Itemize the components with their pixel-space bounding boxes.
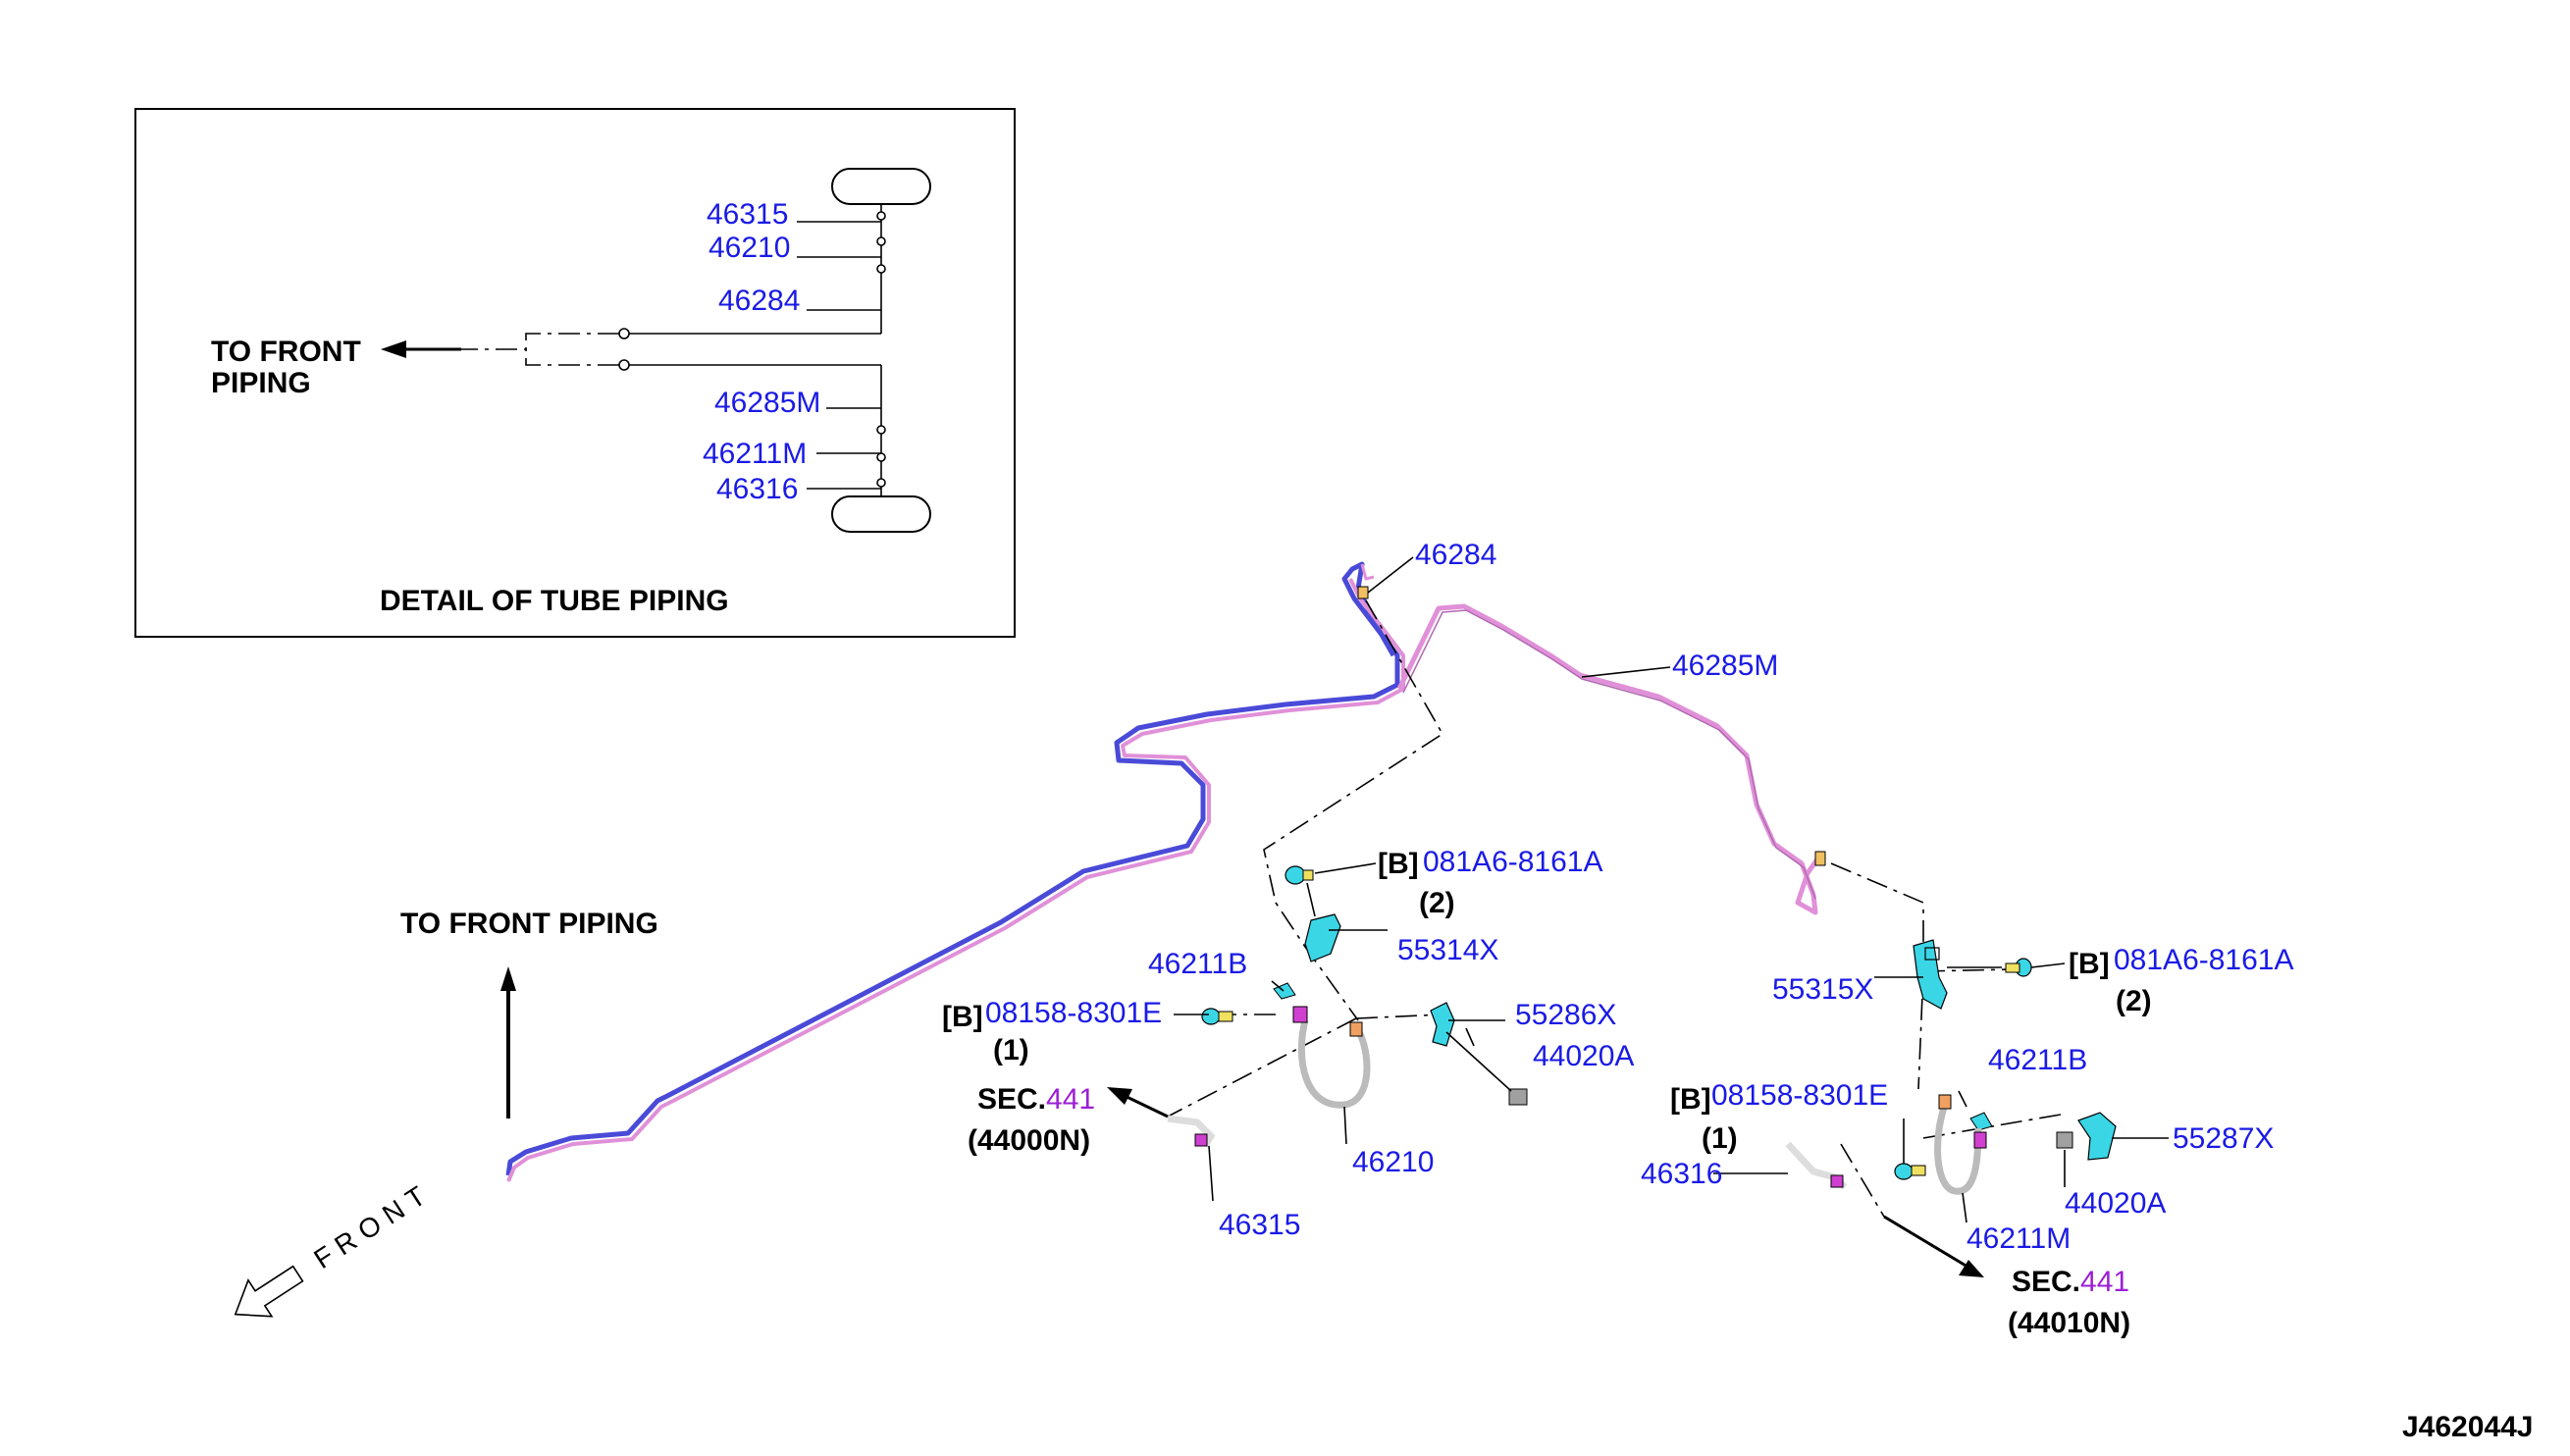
nut-44020a-right-icon (2056, 1131, 2073, 1149)
arrow-up-icon (500, 966, 516, 991)
bolt-left-bottom-code[interactable]: 08158-8301E (985, 997, 1162, 1029)
bracket-55287x-icon (2077, 1112, 2117, 1161)
part-46210[interactable]: 46210 (1352, 1146, 1434, 1178)
part-46284[interactable]: 46284 (1415, 539, 1496, 571)
arrow-left-icon (381, 340, 406, 358)
part-46211B-right[interactable]: 46211B (1988, 1044, 2087, 1076)
arrow-downright-icon (1959, 1260, 1984, 1277)
sec-left-arrow (1107, 1087, 1169, 1118)
tire-bottom-icon (831, 495, 931, 533)
part-55287X[interactable]: 55287X (2173, 1122, 2274, 1155)
bolt-right-bottom-code[interactable]: 08158-8301E (1711, 1079, 1888, 1112)
bolt-081A6-left-icon (1285, 865, 1306, 885)
part-46211M[interactable]: 46211M (1967, 1222, 2071, 1255)
sec-right-num[interactable]: 441 (2080, 1266, 2129, 1298)
part-55315X[interactable]: 55315X (1772, 973, 1873, 1006)
tube-46315-icon (1167, 1115, 1216, 1148)
detail-of-tube-piping-box: 46315 46210 46284 46285M 46211M 46316 TO… (134, 108, 1016, 638)
detail-label-46315[interactable]: 46315 (707, 198, 788, 231)
part-46211B-left[interactable]: 46211B (1148, 948, 1247, 980)
bolt-right-top-code[interactable]: 081A6-8161A (2114, 944, 2294, 976)
bolt-right-top-qty: (2) (2116, 985, 2152, 1017)
part-44020A-left[interactable]: 44020A (1533, 1040, 1634, 1072)
bracket-55286x-icon (1430, 1002, 1455, 1047)
tire-top-icon (831, 168, 931, 205)
sec-right-arrow (1883, 1215, 1984, 1277)
part-46316[interactable]: 46316 (1641, 1158, 1722, 1190)
bolt-08158-right-icon (1894, 1163, 1914, 1180)
brake-tube-right (1396, 603, 1826, 915)
sec-left-code: (44000N) (968, 1124, 1090, 1157)
clip-46211b-right-icon (1969, 1112, 1993, 1131)
part-44020A-right[interactable]: 44020A (2065, 1187, 2166, 1220)
part-55314X[interactable]: 55314X (1397, 934, 1498, 966)
detail-label-46211M[interactable]: 46211M (703, 438, 807, 470)
bolt-right-bottom-qty: (1) (1702, 1122, 1738, 1155)
front-direction-arrow (234, 1265, 304, 1318)
sec-left-num[interactable]: 441 (1046, 1083, 1095, 1116)
sec-left-label: SEC.441 (977, 1083, 1095, 1116)
right-wheel-components (1713, 939, 2169, 1223)
bolt-left-top-tag: [B] (1378, 848, 1419, 880)
bolt-left-top-qty: (2) (1419, 887, 1455, 919)
to-front-piping-arrow (500, 966, 516, 1118)
drawing-id: J462044J (2402, 1411, 2533, 1443)
bolt-left-bottom-tag: [B] (942, 1001, 983, 1033)
bracket-55314x-icon (1304, 913, 1341, 962)
bolt-left-top-code[interactable]: 081A6-8161A (1423, 846, 1603, 878)
left-wheel-components (1167, 865, 1528, 1202)
front-label: FRONT (308, 1176, 437, 1274)
detail-to-front-label-line2: PIPING (211, 367, 311, 399)
hose-46211m-icon (1934, 1103, 1982, 1195)
detail-label-46316[interactable]: 46316 (716, 473, 798, 505)
detail-box-title: DETAIL OF TUBE PIPING (380, 585, 729, 617)
sec-right-label: SEC.441 (2012, 1266, 2129, 1298)
to-front-piping-label: TO FRONT PIPING (400, 908, 658, 940)
detail-to-front-label-line1: TO FRONT (211, 336, 361, 368)
bolt-right-top-tag: [B] (2069, 948, 2110, 980)
part-46315[interactable]: 46315 (1219, 1209, 1300, 1241)
bolt-08158-left-icon (1201, 1008, 1221, 1025)
bolt-right-bottom-tag: [B] (1670, 1083, 1711, 1116)
sec-right-code: (44010N) (2008, 1307, 2130, 1339)
hollow-arrow-icon (234, 1265, 304, 1318)
bolt-left-bottom-qty: (1) (993, 1034, 1029, 1066)
sec-left-prefix: SEC. (977, 1083, 1046, 1116)
sec-right-prefix: SEC. (2012, 1266, 2080, 1298)
nut-44020a-left-icon (1508, 1088, 1528, 1106)
brake-tube-left (505, 561, 1405, 1182)
detail-label-46210[interactable]: 46210 (708, 232, 790, 264)
bracket-55315x-icon (1913, 939, 1948, 1010)
detail-label-46284[interactable]: 46284 (718, 285, 800, 317)
detail-label-46285M[interactable]: 46285M (714, 387, 820, 419)
arrow-upleft-icon (1107, 1087, 1132, 1105)
part-46285M[interactable]: 46285M (1672, 650, 1778, 682)
part-55286X[interactable]: 55286X (1515, 999, 1616, 1031)
hose-46210-icon (1297, 1019, 1371, 1109)
